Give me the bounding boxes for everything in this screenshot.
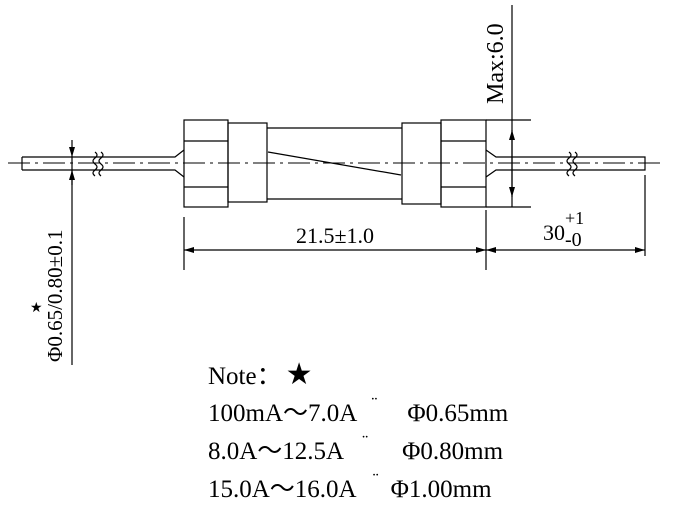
right-lead-wire (485, 149, 646, 178)
separator: ¨ (372, 469, 379, 489)
lead-length-plus: +1 (565, 208, 584, 228)
note-title: Note： (208, 363, 282, 390)
note-title-row: Note：★ (208, 356, 313, 392)
note-row: 8.0A～12.5A ¨ Φ0.80mm (208, 431, 503, 467)
fuse-element (267, 151, 402, 176)
current-range: 8.0A～12.5A (208, 438, 345, 465)
right-end-cap (401, 119, 487, 208)
current-range: 15.0A～16.0A (208, 476, 357, 503)
separator: ¨ (371, 393, 378, 413)
left-end-cap (183, 119, 268, 208)
max-diameter-dimension: Max:6.0 (483, 5, 531, 208)
body-length-label: 21.5±1.0 (296, 223, 374, 248)
note-row: 15.0A～16.0A ¨ Φ1.00mm (208, 469, 492, 505)
break-symbol (566, 151, 578, 177)
glass-tube (267, 127, 402, 200)
lead-diameter-dimension: Φ0.65/0.80±0.1 ★ (30, 140, 75, 365)
star-icon: ★ (30, 301, 43, 316)
break-symbol (92, 151, 104, 177)
separator: ¨ (362, 431, 369, 451)
star-icon: ★ (285, 358, 313, 391)
lead-length-minus: -0 (565, 229, 582, 251)
lead-length-dimension: 30 +1 -0 (486, 175, 646, 256)
note-row: 100mA～7.0A ¨ Φ0.65mm (208, 393, 508, 429)
body-length-dimension: 21.5±1.0 (183, 210, 487, 270)
lead-diameter: Φ0.80mm (402, 438, 504, 465)
current-range: 100mA～7.0A (208, 400, 358, 427)
max-diameter-label: Max:6.0 (483, 23, 509, 104)
lead-diameter: Φ1.00mm (390, 476, 492, 503)
lead-diameter-label: Φ0.65/0.80±0.1 (43, 230, 67, 362)
lead-length-label: 30 (543, 220, 565, 245)
lead-diameter: Φ0.65mm (407, 400, 509, 427)
